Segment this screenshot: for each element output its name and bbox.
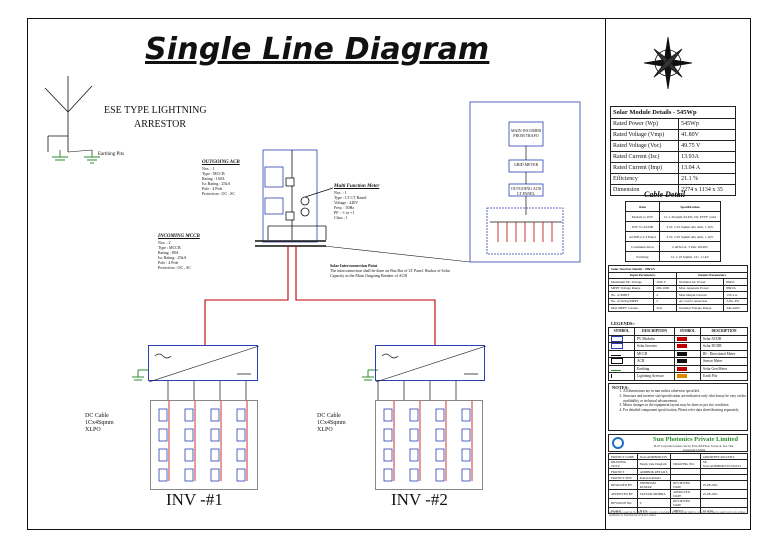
arrestor-label-2: ARRESTOR — [134, 119, 187, 130]
bidirectional-meter-icon — [677, 351, 688, 356]
page-title: Single Line Diagram — [145, 32, 490, 67]
module-details-table: Solar Module Details - 545Wp Rated Power… — [609, 106, 736, 196]
arrestor-label-1: ESE TYPE LIGHTNING — [104, 105, 207, 116]
solar-interconnection-label: Solar Interconnection Point — [330, 263, 378, 268]
acb-icon — [611, 358, 623, 365]
outgoing-acb-heading: OUTGOING ACB — [202, 160, 240, 165]
inverter-details-table: Solar Inverter Details - 80kVA Input Par… — [607, 265, 749, 312]
earthing-symbol-arrestor — [52, 150, 100, 164]
inverter-2-box — [375, 345, 486, 382]
pv-module-icon — [611, 335, 623, 342]
meter-heading: Multi Function Meter — [334, 184, 380, 189]
acdb-icon — [677, 336, 688, 341]
earthing-icon — [611, 366, 621, 372]
company-logo-icon — [612, 437, 624, 449]
mccb-icon — [611, 351, 621, 357]
right-column-divider — [605, 18, 606, 530]
svg-text:N: N — [665, 50, 669, 56]
notes-list: All dimensions are in mm unless otherwis… — [615, 389, 747, 413]
lightning-arrestor-icon — [611, 374, 622, 379]
busbar — [255, 240, 326, 247]
notes-box: NOTES: All dimensions are in mm unless o… — [608, 383, 748, 431]
inverter-1-box — [148, 345, 259, 382]
company-address: B-47 Corporate Greens, Sector 67A, 8th F… — [653, 444, 735, 452]
cable-detail-heading: Cable Detail — [644, 190, 686, 199]
inverter-icon — [611, 343, 623, 350]
notes-heading: NOTES: — [612, 385, 629, 390]
outgoing-feeders — [497, 222, 553, 242]
box-outgoing-acb: OUTGOING ACB LT PANEL — [510, 186, 542, 196]
legends-heading: LEGENDS:- — [611, 321, 636, 326]
sensor-meter-icon — [677, 359, 688, 364]
inverter-2-label: INV -#2 — [391, 490, 448, 509]
inverter-2-strings — [375, 400, 483, 490]
solar-interconnection-note: The interconnection shall be done on Bus… — [330, 268, 450, 278]
lightning-arrestor-symbol — [44, 76, 93, 152]
sheet-border — [27, 18, 751, 530]
acb-symbols — [267, 150, 334, 240]
company-block: Sun Photonics Private Limited B-47 Corpo… — [608, 434, 748, 452]
lt-panel-box — [262, 149, 318, 243]
inverter-1-strings — [150, 400, 258, 490]
footer-note: All rights are reserved. No third party … — [609, 511, 746, 517]
dcdb-icon — [677, 344, 688, 349]
ac-cable-runs — [204, 246, 436, 345]
gen-meter-icon — [677, 366, 688, 371]
earth-pit-icon — [677, 374, 688, 379]
inverter-1-label: INV -#1 — [166, 490, 223, 509]
company-name: Sun Photonics Private Limited — [653, 436, 739, 443]
box-main-incomer: MAIN INCOMER FROM TRAFO — [510, 128, 542, 138]
earthing-pits-label: Earthing Pits — [98, 152, 124, 157]
incomer-lines — [490, 146, 562, 223]
box-grid-meter: GRID METER — [513, 162, 539, 167]
incoming-mccb-heading: INCOMING MCCB — [158, 234, 200, 239]
